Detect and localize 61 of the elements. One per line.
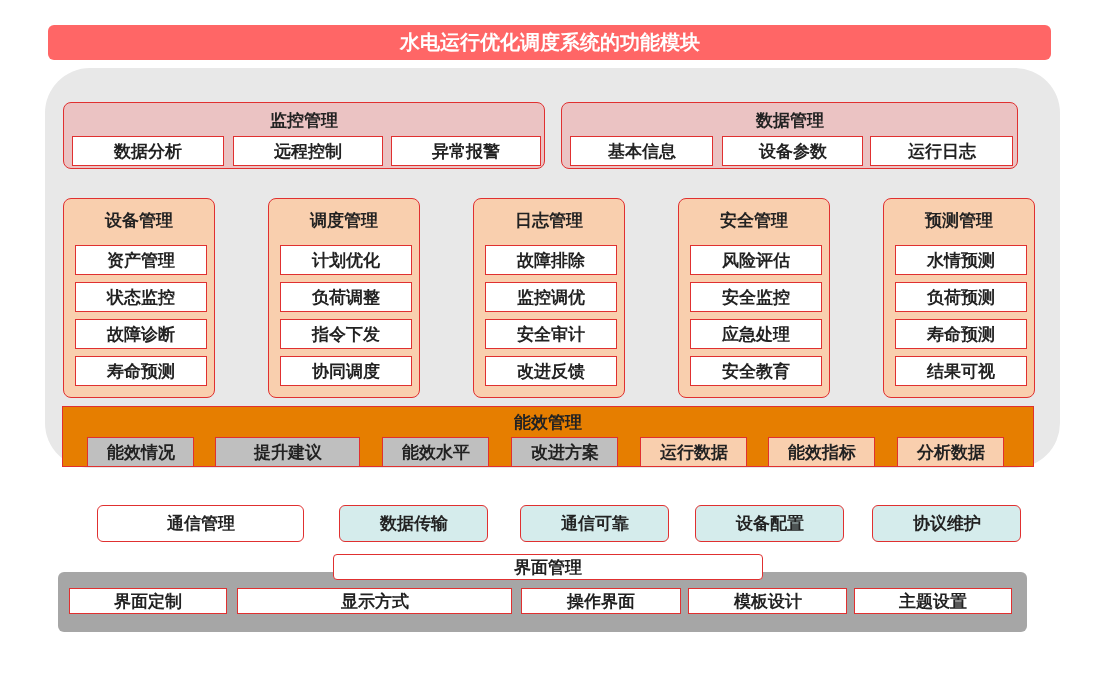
function-box: 能效指标: [768, 437, 875, 467]
function-box: 界面定制: [69, 588, 227, 614]
function-box: 远程控制: [233, 136, 383, 166]
module-heading: 设备管理: [103, 209, 174, 232]
function-box: 指令下发: [280, 319, 412, 349]
function-box: 状态监控: [75, 282, 207, 312]
module-panel: [678, 198, 830, 398]
function-box: 通信可靠: [520, 505, 669, 542]
function-box: 协议维护: [872, 505, 1021, 542]
function-box: 通信管理: [97, 505, 304, 542]
module-panel: [473, 198, 625, 398]
function-box: 应急处理: [690, 319, 822, 349]
function-box: 水情预测: [895, 245, 1027, 275]
module-heading: 数据管理: [754, 109, 825, 132]
function-box: 数据分析: [72, 136, 224, 166]
function-box: 安全监控: [690, 282, 822, 312]
function-box: 设备参数: [722, 136, 863, 166]
function-box: 能效情况: [87, 437, 194, 467]
function-box: 运行日志: [870, 136, 1013, 166]
function-box: 运行数据: [640, 437, 747, 467]
function-box: 风险评估: [690, 245, 822, 275]
function-box: 基本信息: [570, 136, 713, 166]
function-box: 显示方式: [237, 588, 512, 614]
module-heading: 日志管理: [514, 209, 584, 232]
module-heading: 安全管理: [719, 209, 789, 232]
function-box: 能效水平: [382, 437, 489, 467]
module-panel: [62, 406, 1034, 467]
function-box: 分析数据: [897, 437, 1004, 467]
module-heading: 预测管理: [923, 209, 994, 232]
module-panel: [883, 198, 1035, 398]
function-box: 操作界面: [521, 588, 681, 614]
module-panel: [63, 102, 545, 169]
function-box: 寿命预测: [75, 356, 207, 386]
function-box: 异常报警: [391, 136, 541, 166]
title-bar: 水电运行优化调度系统的功能模块: [48, 25, 1051, 60]
module-panel: [63, 198, 215, 398]
function-box: 安全教育: [690, 356, 822, 386]
module-panel: [268, 198, 420, 398]
module-panel: [561, 102, 1018, 169]
function-box: 结果可视: [895, 356, 1027, 386]
function-box: 设备配置: [695, 505, 844, 542]
module-heading: 能效管理: [513, 411, 583, 434]
function-box: 模板设计: [688, 588, 847, 614]
function-box: 协同调度: [280, 356, 412, 386]
function-box: 负荷预测: [895, 282, 1027, 312]
function-box: 负荷调整: [280, 282, 412, 312]
function-box: 资产管理: [75, 245, 207, 275]
function-box: 计划优化: [280, 245, 412, 275]
module-heading: 监控管理: [269, 109, 339, 132]
function-box: 寿命预测: [895, 319, 1027, 349]
function-box: 改进反馈: [485, 356, 617, 386]
function-box: 故障诊断: [75, 319, 207, 349]
function-box: 改进方案: [511, 437, 618, 467]
function-box: 安全审计: [485, 319, 617, 349]
function-box: 主题设置: [854, 588, 1012, 614]
function-box: 监控调优: [485, 282, 617, 312]
function-box: 故障排除: [485, 245, 617, 275]
function-box: 数据传输: [339, 505, 488, 542]
function-box: 提升建议: [215, 437, 360, 467]
module-heading: 调度管理: [308, 209, 379, 232]
module-heading: 界面管理: [333, 554, 763, 580]
